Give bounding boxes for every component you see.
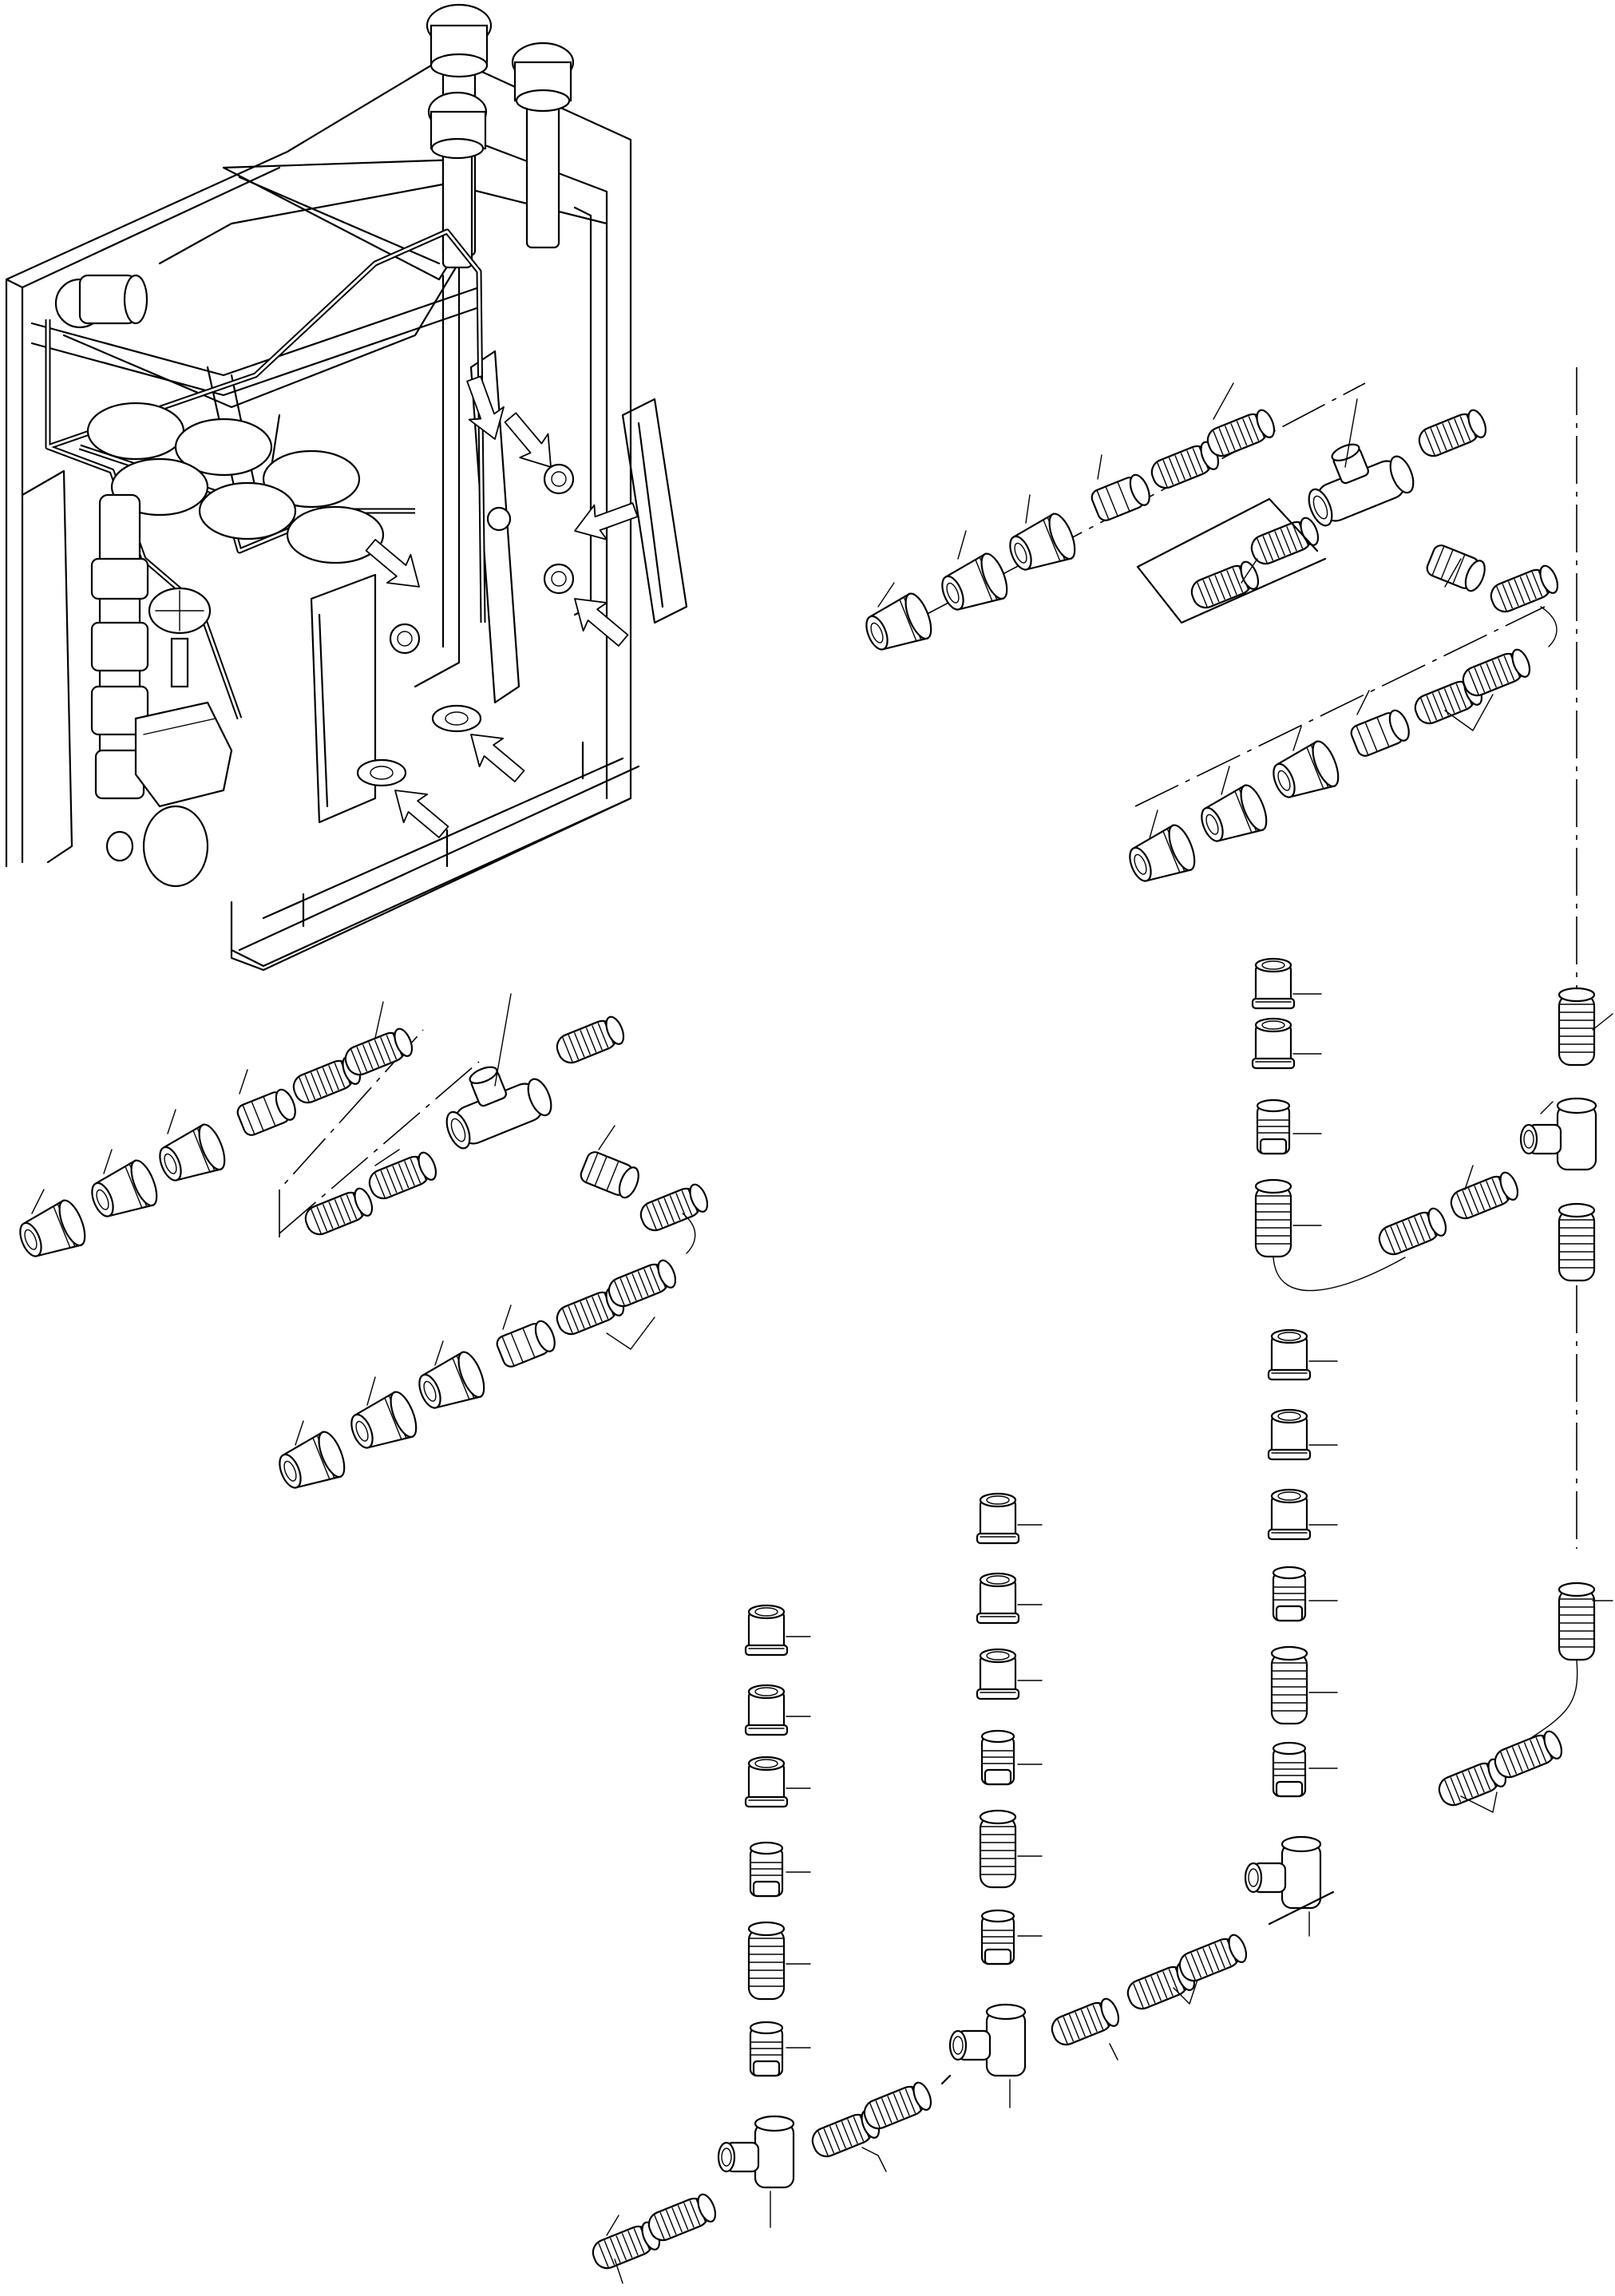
- reducer-bushing-icon: [411, 1348, 490, 1418]
- vertical-stack-middle: [948, 1492, 1335, 2108]
- hex-nut-1: [389, 623, 421, 655]
- hollow-arrow-icon: [382, 776, 457, 847]
- hex-fitting-icon: [1256, 1099, 1291, 1155]
- threaded-nipple-icon: [859, 2079, 936, 2134]
- hex-fitting-icon: [1272, 1566, 1307, 1622]
- hex-fitting-icon: [749, 1841, 784, 1898]
- reducer-bushing-icon: [858, 589, 937, 659]
- reducer-bushing-icon: [271, 1427, 350, 1498]
- threaded-nipple-icon: [340, 1025, 417, 1080]
- threaded-nipple-icon: [1558, 1581, 1596, 1661]
- threaded-nipple-icon: [1374, 1205, 1451, 1260]
- tee-fitting-icon: [717, 2115, 795, 2189]
- reservoir-tank: [134, 701, 233, 808]
- hex-fitting-icon: [1348, 707, 1414, 759]
- tee-fitting-icon: [1244, 1835, 1322, 1910]
- fitting-set-top-right: [858, 382, 1562, 891]
- threaded-nipple-icon: [1414, 406, 1490, 461]
- side-door: [21, 469, 73, 864]
- flange-2: [431, 704, 482, 733]
- hex-nut-2: [543, 463, 575, 495]
- vertical-stack-left: [588, 1604, 952, 2284]
- reducer-bushing-icon: [976, 1492, 1020, 1545]
- tee-fitting-icon: [430, 1048, 557, 1153]
- reducer-bushing-icon: [1267, 1408, 1312, 1461]
- reducer-bushing-icon: [1251, 1017, 1296, 1070]
- threaded-nipple-icon: [1174, 1931, 1251, 1986]
- threaded-nipple-icon: [1270, 1645, 1308, 1725]
- hex-fitting-icon: [980, 1909, 1015, 1965]
- motor: [54, 274, 148, 329]
- reducer-bushing-icon: [1267, 1328, 1312, 1381]
- hollow-arrow-icon: [457, 720, 532, 791]
- reducer-bushing-icon: [1265, 737, 1344, 807]
- tee-fitting-icon: [1292, 426, 1419, 530]
- valve-column: [90, 493, 149, 800]
- threaded-nipple-icon: [1486, 562, 1562, 617]
- threaded-nipple-icon: [552, 1013, 628, 1068]
- reducer-bushing-icon: [744, 1684, 789, 1736]
- hex-fitting-icon: [980, 1729, 1015, 1786]
- hex-fitting-icon: [1423, 542, 1490, 595]
- threaded-nipple-icon: [1446, 1169, 1522, 1224]
- tee-fitting-icon: [948, 2003, 1027, 2077]
- right-channel: [621, 398, 688, 624]
- hex-fitting-icon: [577, 1149, 643, 1201]
- flange-1: [356, 758, 407, 787]
- reducer-bushing-icon: [84, 1156, 163, 1226]
- cabinet-assembly: [5, 3, 688, 972]
- hollow-arrow-icon: [456, 371, 514, 446]
- hex-fitting-icon: [749, 2021, 784, 2077]
- hex-nut-3: [543, 563, 575, 595]
- caster-wheel: [105, 805, 209, 888]
- threaded-nipple-icon: [1254, 1178, 1292, 1258]
- threaded-nipple-icon: [635, 1181, 712, 1236]
- hex-nut-4: [486, 506, 512, 532]
- reducer-bushing-icon: [12, 1196, 91, 1266]
- threaded-nipple-icon: [364, 1149, 441, 1204]
- threaded-nipple-icon: [604, 1257, 680, 1312]
- reducer-bushing-icon: [976, 1572, 1020, 1625]
- threaded-nipple-icon: [643, 2191, 720, 2246]
- reducer-bushing-icon: [744, 1604, 789, 1657]
- threaded-nipple-icon: [747, 1921, 786, 2001]
- threaded-nipple-icon: [300, 1185, 377, 1240]
- threaded-nipple-icon: [1246, 514, 1323, 569]
- reducer-bushing-icon: [744, 1756, 789, 1808]
- reducer-bushing-icon: [152, 1120, 231, 1190]
- vertical-stack-right-upper: [1244, 957, 1613, 1937]
- threaded-nipple-icon: [1558, 987, 1596, 1067]
- handwheel: [148, 587, 212, 688]
- hex-fitting-icon: [234, 1086, 300, 1138]
- reducer-bushing-icon: [1122, 821, 1201, 891]
- threaded-nipple-icon: [1490, 1728, 1566, 1783]
- reducer-bushing-icon: [1251, 957, 1296, 1010]
- threaded-nipple-icon: [1047, 1995, 1123, 2050]
- reducer-bushing-icon: [343, 1387, 422, 1458]
- reducer-bushing-icon: [1193, 781, 1273, 851]
- hollow-arrow-icon: [561, 584, 636, 655]
- reducer-bushing-icon: [976, 1648, 1020, 1700]
- hex-fitting-icon: [1088, 471, 1154, 524]
- reducer-bushing-icon: [934, 549, 1013, 620]
- hex-fitting-icon: [1272, 1741, 1307, 1798]
- threaded-nipple-icon: [1458, 646, 1534, 701]
- vent-stack-2: [511, 42, 575, 249]
- threaded-nipple-icon: [1558, 1202, 1596, 1282]
- reducer-bushing-icon: [1267, 1488, 1312, 1541]
- threaded-nipple-icon: [979, 1809, 1017, 1889]
- tee-fitting-icon: [1519, 1097, 1597, 1171]
- fitting-set-middle-left: [12, 993, 712, 1498]
